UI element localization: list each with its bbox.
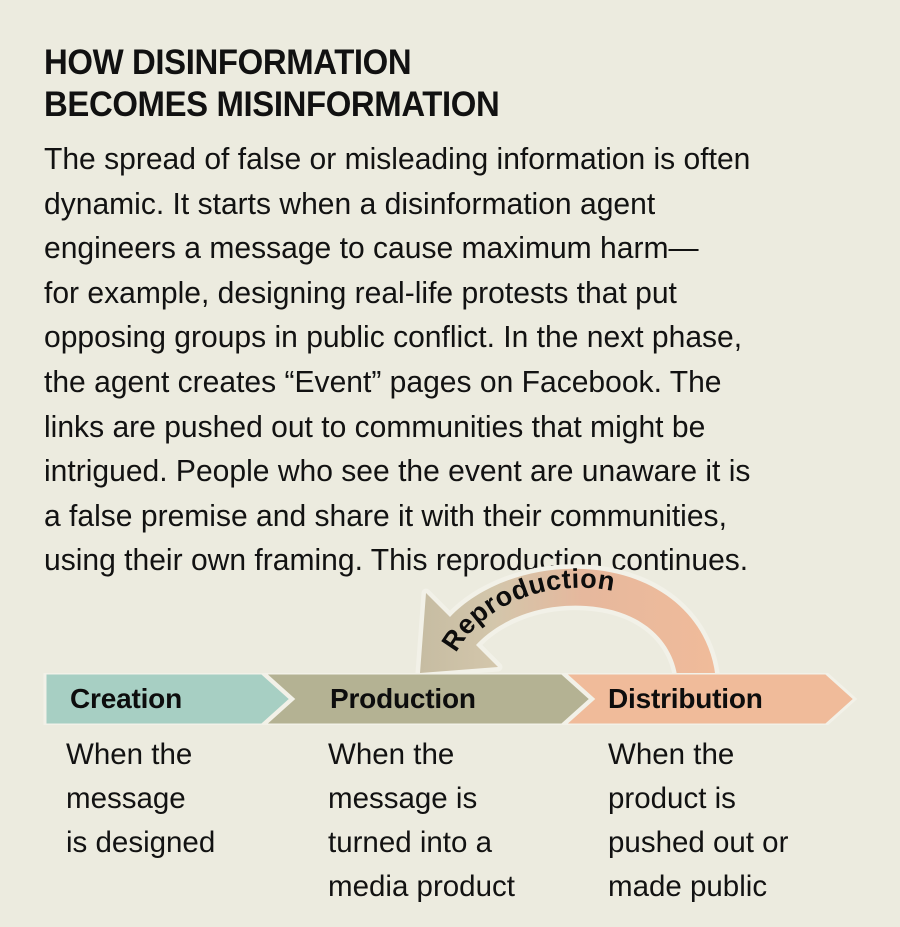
- desc-line: When the: [608, 738, 735, 771]
- chevron-distribution: [561, 673, 858, 725]
- title-line-2: BECOMES MISINFORMATION: [44, 85, 500, 124]
- desc-line: turned into a: [328, 826, 493, 859]
- body-line: engineers a message to cause maximum har…: [44, 231, 699, 266]
- body-line: the agent creates “Event” pages on Faceb…: [44, 364, 722, 399]
- body-line: intrigued. People who see the event are …: [44, 454, 751, 489]
- stage-description-production: When the message is turned into a media …: [328, 733, 596, 909]
- stage-label-distribution: Distribution: [608, 683, 763, 714]
- reproduction-loop-arrow: [398, 555, 758, 695]
- arrow-body: [420, 568, 717, 695]
- desc-line: made public: [608, 870, 768, 903]
- desc-line: message is: [328, 782, 478, 815]
- stage-label-creation: Creation: [70, 683, 182, 714]
- body-line: a false premise and share it with their …: [44, 498, 727, 533]
- desc-line: pushed out or: [608, 826, 789, 859]
- stage-label-production: Production: [330, 683, 476, 714]
- page-title: HOW DISINFORMATION BECOMES MISINFORMATIO…: [44, 42, 844, 126]
- stage-chevron-band: [0, 673, 900, 725]
- desc-line: is designed: [66, 826, 216, 859]
- desc-line: When the: [328, 738, 455, 771]
- body-line: opposing groups in public conflict. In t…: [44, 320, 743, 355]
- body-line: for example, designing real-life protest…: [44, 275, 677, 310]
- desc-line: product is: [608, 782, 736, 815]
- body-line: links are pushed out to communities that…: [44, 409, 706, 444]
- desc-line: media product: [328, 870, 515, 903]
- desc-line: When the: [66, 738, 193, 771]
- chevron-production: [261, 673, 594, 725]
- body-paragraph: The spread of false or misleading inform…: [44, 137, 864, 583]
- process-diagram: Reproduction Creation Production Distrib…: [0, 555, 900, 927]
- body-line: The spread of false or misleading inform…: [44, 142, 751, 176]
- body-line: using their own framing. This reproducti…: [44, 543, 749, 578]
- title-line-1: HOW DISINFORMATION: [44, 43, 412, 82]
- desc-line: message: [66, 782, 186, 815]
- stage-descriptions: When the message is designed When the me…: [0, 733, 900, 923]
- body-line: dynamic. It starts when a disinformation…: [44, 186, 656, 221]
- stage-description-distribution: When the product is pushed out or made p…: [608, 733, 876, 909]
- stage-description-creation: When the message is designed: [66, 733, 316, 865]
